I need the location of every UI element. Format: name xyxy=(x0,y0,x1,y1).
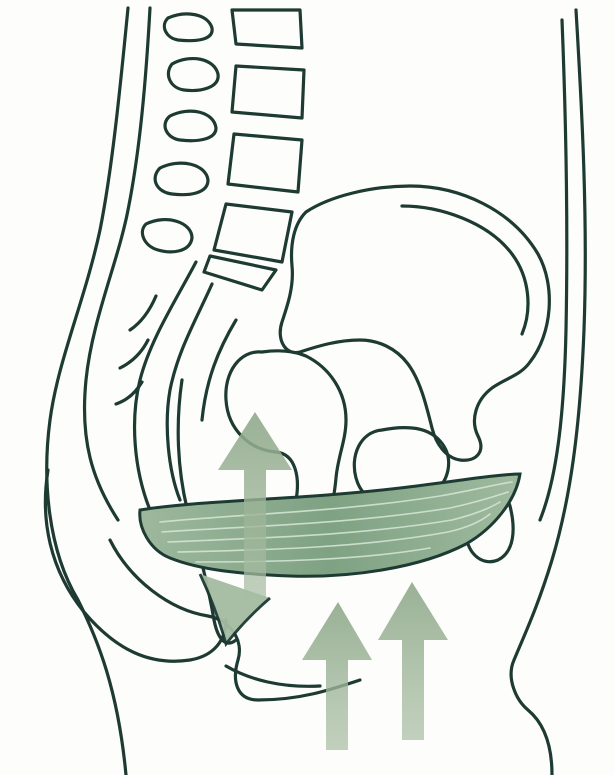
sacrum xyxy=(135,262,196,510)
up-arrow-icon xyxy=(378,582,448,740)
lumbar-vertebrae xyxy=(204,10,304,290)
up-arrow-icon xyxy=(302,602,372,750)
abdomen-anterior xyxy=(511,10,585,775)
spinous-processes xyxy=(142,14,218,252)
perineal-body xyxy=(226,666,320,686)
pelvic-floor-muscle-body xyxy=(140,474,520,576)
spine-posterior-line xyxy=(84,8,150,520)
back-contour xyxy=(47,8,128,775)
intestine-fold xyxy=(402,206,528,334)
intestines xyxy=(280,186,549,460)
